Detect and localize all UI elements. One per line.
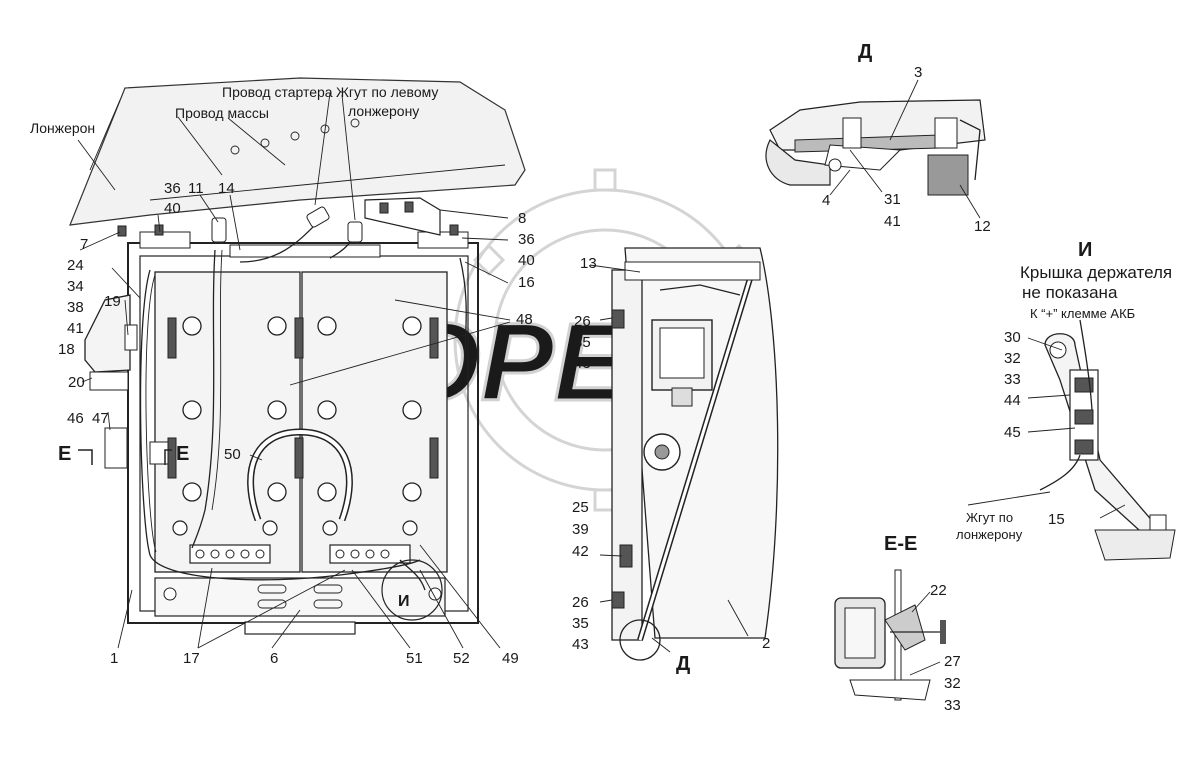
- callout-52: 52: [453, 650, 470, 667]
- section-I-top: И: [1078, 239, 1092, 261]
- callout-14: 14: [218, 180, 235, 197]
- callout-7: 7: [80, 236, 88, 253]
- section-marks: Д Д И И Е-Е Е Е: [58, 41, 1092, 675]
- relay-box: [84, 294, 131, 373]
- callout-43b: 43: [572, 636, 589, 653]
- callout-43a: 43: [574, 355, 591, 372]
- callout-31: 31: [884, 191, 901, 208]
- callout-4: 4: [822, 192, 830, 209]
- callout-35b: 35: [572, 615, 589, 632]
- callout-20: 20: [68, 374, 85, 391]
- callout-32b: 32: [944, 675, 961, 692]
- callout-8: 8: [518, 210, 526, 227]
- callout-51: 51: [406, 650, 423, 667]
- callout-39: 39: [572, 521, 589, 538]
- section-I-small: И: [398, 593, 410, 610]
- label-note-I-2: не показана: [1022, 283, 1118, 302]
- text-labels: Лонжерон Провод массы Провод стартера Жг…: [30, 84, 1172, 542]
- longeron: [69, 77, 526, 226]
- callout-49: 49: [502, 650, 519, 667]
- callout-32a: 32: [1004, 350, 1021, 367]
- callout-25: 25: [572, 499, 589, 516]
- callout-16: 16: [518, 274, 535, 291]
- section-D-bottom: Д: [676, 653, 690, 675]
- label-ground-wire: Провод массы: [175, 105, 269, 121]
- callout-33a: 33: [1004, 371, 1021, 388]
- callout-38: 38: [67, 299, 84, 316]
- detail-D: [765, 99, 986, 196]
- callout-22: 22: [930, 582, 947, 599]
- callout-41b: 41: [884, 213, 901, 230]
- section-EE: [834, 569, 946, 701]
- label-starter-wire: Провод стартера: [222, 84, 333, 100]
- detail-I: [1039, 319, 1176, 561]
- callout-36a: 36: [164, 180, 181, 197]
- callout-30: 30: [1004, 329, 1021, 346]
- callout-1: 1: [110, 650, 118, 667]
- callout-41a: 41: [67, 320, 84, 337]
- main-view: [69, 77, 526, 635]
- callout-46: 46: [67, 410, 84, 427]
- callout-42: 42: [572, 543, 589, 560]
- callout-6: 6: [270, 650, 278, 667]
- callout-11: 11: [188, 180, 204, 197]
- section-E-right: Е: [176, 443, 189, 465]
- label-harness-left-2: лонжерону: [348, 103, 419, 119]
- callout-27: 27: [944, 653, 961, 670]
- callout-44: 44: [1004, 392, 1021, 409]
- callout-26b: 26: [572, 594, 589, 611]
- callout-13: 13: [580, 255, 597, 272]
- callout-33b: 33: [944, 697, 961, 714]
- label-note-I-1: Крышка держателя: [1020, 263, 1172, 282]
- callout-40b: 40: [518, 252, 535, 269]
- section-D-top: Д: [858, 41, 872, 63]
- callout-40a: 40: [164, 200, 181, 217]
- callout-47: 47: [92, 410, 109, 427]
- label-to-plus: К “+” клемме АКБ: [1030, 306, 1135, 321]
- label-harness-left-1: Жгут по левому: [336, 84, 438, 100]
- side-view: [611, 247, 779, 661]
- label-longeron: Лонжерон: [30, 120, 95, 136]
- callout-19: 19: [104, 293, 121, 310]
- label-harness-1: Жгут по: [966, 510, 1013, 525]
- callout-24: 24: [67, 257, 84, 274]
- callout-48: 48: [516, 311, 533, 328]
- callout-36b: 36: [518, 231, 535, 248]
- callout-35a: 35: [574, 334, 591, 351]
- callout-3: 3: [914, 64, 922, 81]
- callout-numbers: 36 11 14 40 7 8 36 40 16 48 24 34 38 19 …: [58, 64, 1065, 714]
- callout-12: 12: [974, 218, 991, 235]
- callout-26a: 26: [574, 313, 591, 330]
- callout-45: 45: [1004, 424, 1021, 441]
- callout-50: 50: [224, 446, 241, 463]
- callout-18: 18: [58, 341, 75, 358]
- callout-17: 17: [183, 650, 200, 667]
- callout-15: 15: [1048, 511, 1065, 528]
- callout-2: 2: [762, 635, 770, 652]
- callout-34: 34: [67, 278, 84, 295]
- label-harness-2: лонжерону: [956, 527, 1023, 542]
- leader-lines-left: [77, 92, 511, 649]
- section-E-left: Е: [58, 443, 71, 465]
- section-EE: Е-Е: [884, 533, 917, 555]
